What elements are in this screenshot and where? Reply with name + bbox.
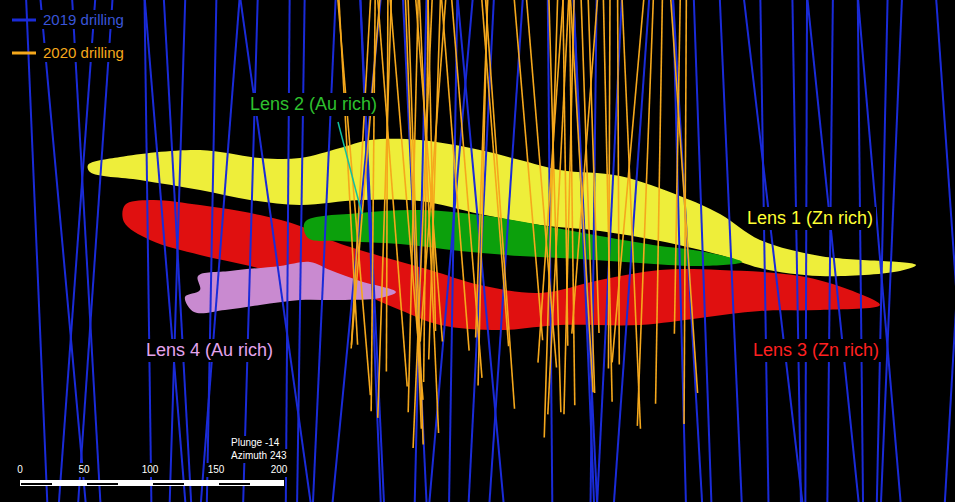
drill-hole — [694, 0, 712, 502]
scale-bar-segment — [87, 483, 118, 485]
drill-hole — [881, 0, 902, 502]
drill-hole — [858, 0, 901, 502]
drill-hole — [603, 0, 612, 402]
drill-hole — [351, 0, 370, 345]
drill-hole — [656, 0, 663, 404]
legend-text: 2019 drilling — [40, 10, 127, 29]
drill-hole — [378, 0, 392, 418]
drill-hole — [286, 0, 290, 502]
drill-hole — [670, 0, 697, 393]
drill-hole — [386, 0, 388, 371]
scale-bar-segment — [21, 483, 52, 485]
drill-hole — [201, 0, 240, 502]
drill-hole — [612, 0, 644, 362]
drill-hole — [297, 0, 305, 502]
drill-hole — [622, 0, 641, 429]
drill-hole — [144, 0, 151, 502]
drill-hole — [673, 0, 686, 502]
drill-hole — [408, 0, 423, 445]
drill-hole — [858, 0, 863, 502]
drill-hole — [170, 0, 186, 502]
scale-bar-segment — [153, 483, 184, 485]
scale-number: 100 — [139, 463, 162, 477]
scale-number: 0 — [14, 463, 26, 477]
drill-hole — [313, 0, 336, 502]
scale-bar-segment — [186, 483, 217, 485]
legend-line — [12, 52, 36, 55]
drill-hole — [243, 0, 258, 502]
drill-hole — [945, 0, 955, 502]
drill-hole — [360, 0, 381, 502]
drill-hole — [360, 0, 384, 502]
drill-hole — [377, 0, 407, 387]
drill-hole — [405, 0, 421, 429]
drill-hole — [332, 0, 381, 502]
drill-hole — [78, 0, 113, 502]
drill-hole — [59, 0, 96, 502]
drill-hole — [457, 0, 504, 502]
scale-bar-segment — [54, 483, 85, 485]
drill-hole — [744, 0, 803, 502]
scale-number: 150 — [205, 463, 228, 477]
drill-hole — [569, 0, 574, 405]
legend-text: 2020 drilling — [40, 43, 127, 62]
drill-hole — [588, 0, 599, 333]
drill-hole — [207, 0, 217, 502]
drill-hole — [637, 0, 653, 426]
scale-bar-segment — [219, 483, 250, 485]
scale-bar-segment — [252, 483, 283, 485]
drill-hole — [485, 0, 514, 409]
drill-hole — [144, 0, 185, 502]
view-parameter: Plunge -14 — [228, 436, 282, 450]
drill-hole — [548, 0, 569, 414]
scale-bar-frame — [20, 480, 284, 486]
drill-hole — [720, 0, 742, 502]
scale-bar-segment — [120, 483, 151, 485]
drill-hole — [807, 0, 859, 502]
drill-hole — [674, 0, 680, 334]
drill-hole — [419, 0, 438, 433]
scale-number: 200 — [268, 463, 291, 477]
drill-hole — [827, 0, 833, 502]
drill-hole — [877, 0, 888, 502]
drill-hole — [164, 0, 192, 502]
drill-hole — [26, 0, 48, 502]
lens-label: Lens 2 (Au rich) — [247, 93, 380, 116]
view-parameter: Azimuth 243 — [228, 449, 290, 463]
scale-number: 50 — [75, 463, 92, 477]
drill-hole — [805, 0, 807, 502]
drill-hole — [476, 0, 488, 338]
lens-label: Lens 1 (Zn rich) — [744, 207, 876, 230]
drill-hole — [514, 0, 543, 340]
drill-hole — [40, 0, 86, 502]
drill-hole — [597, 0, 622, 502]
drill-hole — [792, 0, 801, 502]
leader-line — [338, 122, 362, 214]
drill-hole — [618, 0, 620, 364]
drill-hole — [544, 0, 557, 437]
drill-hole — [489, 0, 523, 502]
drill-hole — [441, 0, 469, 351]
drill-hole — [337, 0, 370, 395]
drill-hole — [936, 0, 955, 502]
scale-bar — [20, 480, 284, 486]
drill-hole — [760, 0, 768, 502]
drill-hole — [351, 0, 380, 349]
legend-line — [12, 19, 36, 22]
drill-hole — [240, 0, 311, 502]
lens-label: Lens 3 (Zn rich) — [750, 339, 882, 362]
lens-label: Lens 4 (Au rich) — [143, 339, 276, 362]
